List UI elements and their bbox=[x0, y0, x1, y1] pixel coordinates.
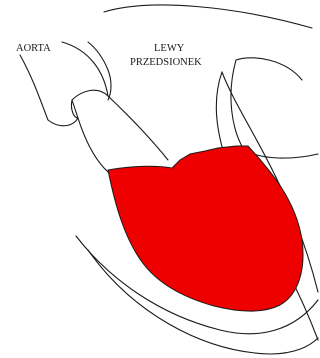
aorta-outline bbox=[20, 42, 108, 126]
atrium-wall-line bbox=[108, 96, 168, 160]
label-atrium-line2: PRZEDSIONEK bbox=[130, 57, 202, 68]
septum-outer-line bbox=[78, 118, 108, 172]
left-ventricle bbox=[108, 146, 303, 311]
heart-outer-wall-c bbox=[236, 58, 302, 80]
pericardium-top-arc bbox=[104, 5, 312, 28]
label-atrium-line1: LEWY bbox=[154, 43, 185, 54]
label-aorta: AORTA bbox=[16, 43, 51, 54]
